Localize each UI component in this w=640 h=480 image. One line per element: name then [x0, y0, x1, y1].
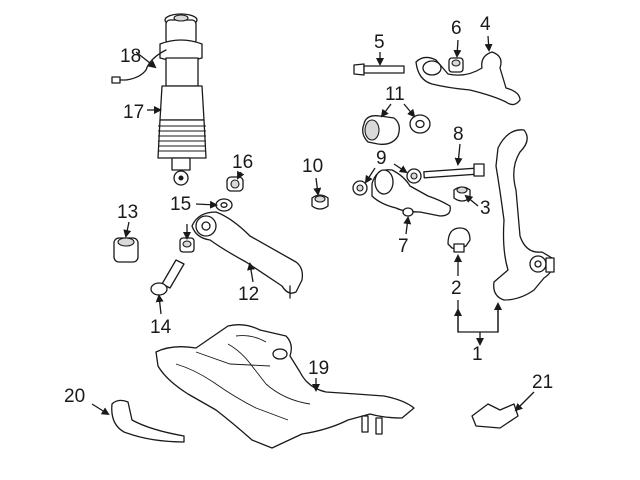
- nut-small: [179, 237, 195, 253]
- ball-joint-2: [447, 227, 471, 253]
- bushing-9: [352, 168, 422, 196]
- bolt-14: [150, 259, 185, 296]
- callout-6: 6: [451, 18, 462, 39]
- callout-13: 13: [117, 202, 138, 223]
- bushing-6: [448, 57, 464, 73]
- mount-21: [471, 403, 519, 429]
- callout-5: 5: [374, 32, 385, 53]
- callout-2: 2: [451, 278, 462, 299]
- callout-16: 16: [232, 152, 253, 173]
- bushing-16: [226, 176, 244, 192]
- callout-4: 4: [480, 14, 491, 35]
- bushing-3: [453, 186, 471, 202]
- bolt-5: [353, 63, 405, 76]
- callout-11: 11: [385, 84, 405, 105]
- upper-control-arm-4: [415, 51, 521, 106]
- callout-20: 20: [64, 386, 85, 407]
- subframe-19: [155, 324, 415, 449]
- bushing-13: [113, 237, 139, 263]
- callout-10: 10: [302, 156, 323, 177]
- leader-lines: [91, 35, 535, 416]
- bolt-8: [423, 163, 485, 179]
- air-strut-assembly: [111, 13, 207, 186]
- callout-labels: 1 2 3 4 5 6 7 8 9 10 11 12 13 14 15 16 1…: [64, 14, 553, 407]
- callout-15: 15: [170, 194, 191, 215]
- control-arm-12: [191, 211, 304, 299]
- bushing-11: [362, 114, 431, 145]
- callout-12: 12: [238, 284, 259, 305]
- callout-21: 21: [532, 372, 553, 393]
- callout-19: 19: [308, 358, 329, 379]
- callout-17: 17: [123, 102, 144, 123]
- bushing-10: [311, 194, 329, 210]
- callout-1: 1: [472, 344, 483, 365]
- steering-knuckle-1: [493, 129, 555, 301]
- washer-15: [215, 198, 233, 212]
- callout-7: 7: [398, 236, 409, 257]
- callout-9: 9: [376, 148, 387, 169]
- callout-3: 3: [480, 198, 491, 219]
- callout-14: 14: [150, 317, 172, 338]
- bracket-20: [111, 399, 185, 443]
- callout-8: 8: [453, 124, 464, 145]
- lower-arm-7: [371, 169, 451, 217]
- callout-18: 18: [120, 46, 141, 67]
